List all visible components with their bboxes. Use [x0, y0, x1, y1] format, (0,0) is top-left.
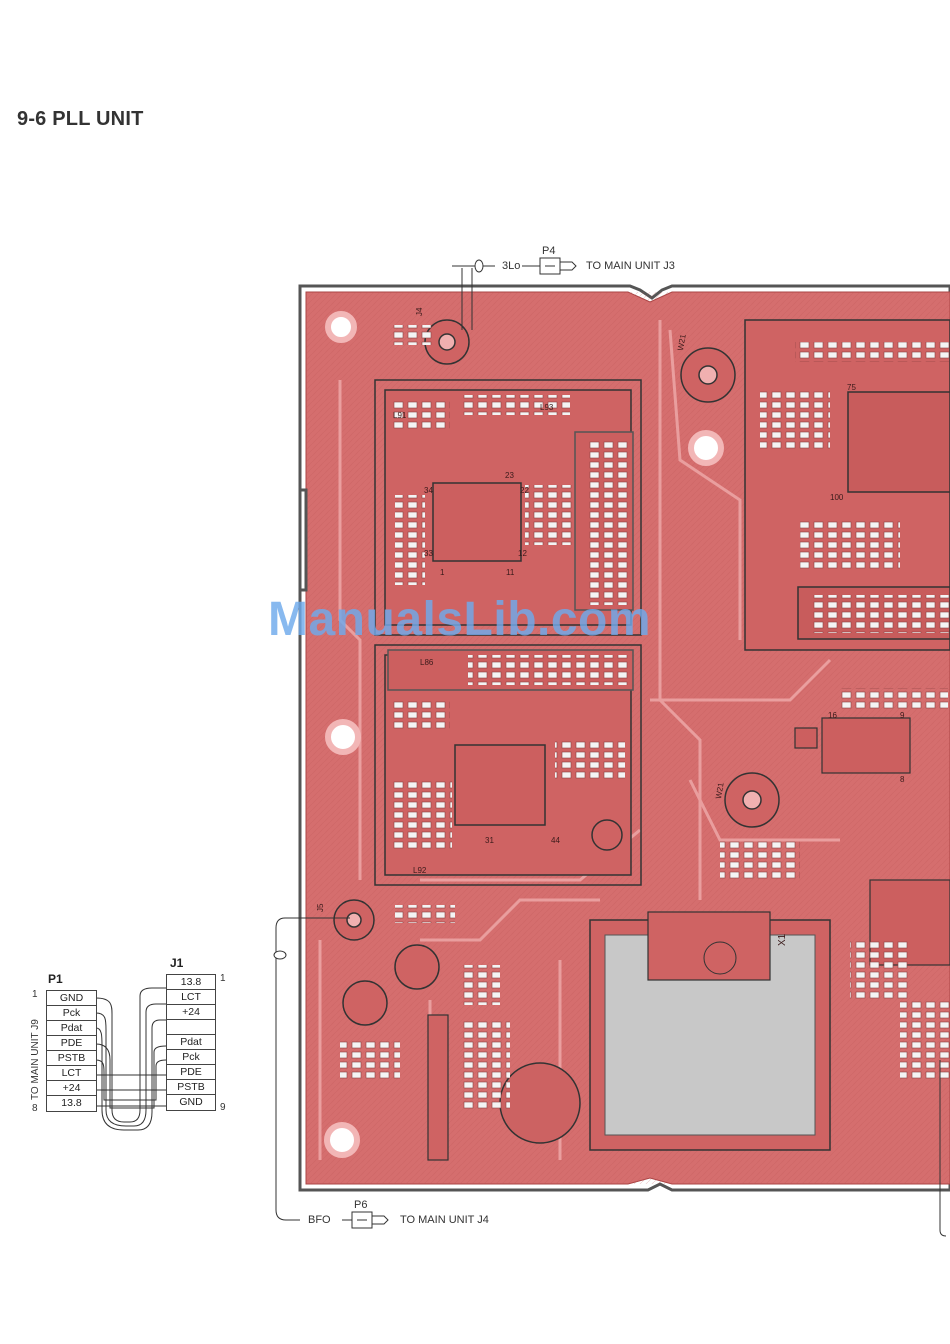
label-pin11: 11 [506, 568, 515, 577]
label-j5: J5 [316, 903, 325, 912]
label-pin9: 9 [900, 711, 905, 720]
j1-pin-7: PDE [167, 1065, 215, 1080]
p1-destination-label: TO MAIN UNIT J9 [30, 1019, 41, 1100]
p4-signal-label: 3Lo [502, 260, 520, 272]
harness-wires [96, 988, 166, 1130]
watermark: ManualsLib.com [268, 592, 651, 647]
j1-pin-2: LCT [167, 990, 215, 1005]
p1-pin-3: Pdat [47, 1021, 96, 1036]
label-j4: J4 [415, 307, 424, 316]
p1-pin-1: GND [47, 991, 96, 1006]
label-l86: L86 [420, 658, 434, 667]
label-pin44: 44 [551, 836, 560, 845]
p4-destination-label: TO MAIN UNIT J3 [586, 260, 675, 272]
p1-pin-7: +24 [47, 1081, 96, 1096]
label-pin1: 1 [440, 568, 445, 577]
label-pin75: 75 [847, 383, 856, 392]
header-j5 [428, 1015, 448, 1160]
j1-first-pin-number: 1 [220, 973, 226, 984]
label-pin16: 16 [828, 711, 837, 720]
label-pin23: 23 [505, 471, 514, 480]
p1-pin-4: PDE [47, 1036, 96, 1051]
p6-destination-label: TO MAIN UNIT J4 [400, 1214, 489, 1226]
label-pin22: 22 [520, 486, 529, 495]
label-x1: X1 [777, 933, 788, 946]
p1-pin-2: Pck [47, 1006, 96, 1021]
p6-name-label: P6 [354, 1199, 367, 1211]
p4-name-label: P4 [542, 245, 555, 257]
label-l92: L92 [413, 866, 427, 875]
shield-can-x1 [590, 912, 830, 1150]
j1-pin-6: Pck [167, 1050, 215, 1065]
label-pin8: 8 [900, 775, 905, 784]
j1-pin-5: Pdat [167, 1035, 215, 1050]
label-pin33: 33 [424, 549, 433, 558]
j1-last-pin-number: 9 [220, 1102, 226, 1113]
j1-pin-1: 13.8 [167, 975, 215, 990]
label-l93: L93 [540, 403, 554, 412]
j1-pin-8: PSTB [167, 1080, 215, 1095]
p1-first-pin-number: 1 [32, 989, 38, 1000]
label-pin12: 12 [518, 549, 527, 558]
shield-block-right [745, 320, 950, 650]
p1-pin-8: 13.8 [47, 1096, 96, 1111]
p6-signal-label: BFO [308, 1214, 331, 1226]
j1-pin-9: GND [167, 1095, 215, 1110]
j1-header: J1 [170, 956, 183, 970]
p1-connector-table: GND Pck Pdat PDE PSTB LCT +24 13.8 [46, 990, 97, 1112]
j1-connector-table: 13.8 LCT +24 Pdat Pck PDE PSTB GND [166, 974, 216, 1111]
p1-header: P1 [48, 972, 63, 986]
label-pin31: 31 [485, 836, 494, 845]
p1-last-pin-number: 8 [32, 1103, 38, 1114]
j1-pin-3: +24 [167, 1005, 215, 1020]
p1-pin-5: PSTB [47, 1051, 96, 1066]
j1-pin-4 [167, 1020, 215, 1035]
p1-pin-6: LCT [47, 1066, 96, 1081]
label-pin100: 100 [830, 493, 844, 502]
label-l91: L91 [393, 411, 407, 420]
label-pin34: 34 [424, 486, 433, 495]
